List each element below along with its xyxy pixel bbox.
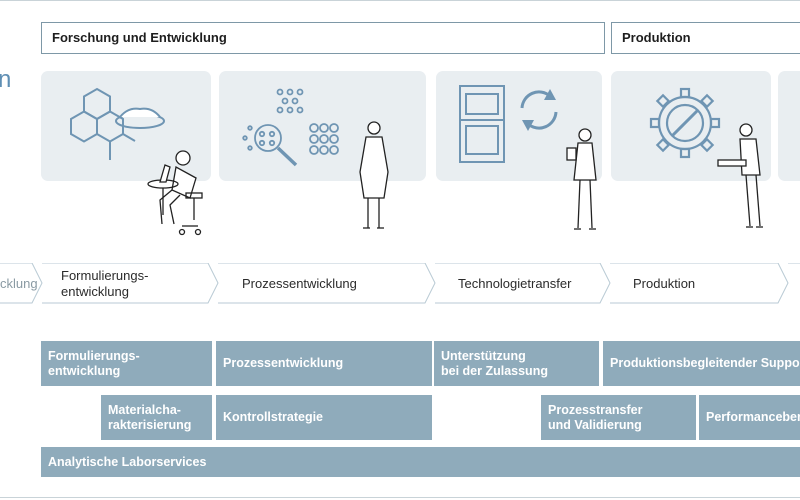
scientist-microscope-figure (147, 150, 203, 236)
service-validation: Prozesstransfer und Validierung (541, 395, 696, 440)
service-formulation-line1: Formulierungs- (48, 348, 140, 363)
service-lab: Analytische Laborservices (41, 447, 800, 477)
cycle-arrows-icon (520, 89, 558, 131)
service-validation-line1: Prozesstransfer (548, 402, 643, 417)
service-production-support-label: Produktionsbegleitender Support (610, 356, 800, 370)
illustration-panel-cropped (778, 71, 800, 181)
service-material: Materialcha- rakterisierung (101, 395, 212, 440)
powder-dish-icon (115, 107, 165, 129)
chevron-step-production (610, 263, 789, 304)
particles-magnifier-icon (242, 88, 339, 167)
chevron-step-transfer (435, 263, 611, 304)
service-production-support: Produktionsbegleitender Support (603, 341, 800, 386)
step-label-cropped: cklung (0, 276, 38, 291)
illustration-panel-process (219, 71, 426, 181)
service-lab-label: Analytische Laborservices (48, 454, 207, 469)
molecule-icon (70, 87, 136, 160)
service-validation-line2: und Validierung (548, 417, 642, 432)
scientist-labcoat-figure (359, 121, 389, 229)
chevron-step-process (218, 263, 436, 304)
service-performance: Performanceberatung (699, 395, 800, 440)
service-approval: Unterstützung bei der Zulassung (434, 341, 599, 386)
worker-tray-figure (717, 123, 763, 228)
cropped-heading-fragment: n (0, 66, 12, 93)
process-chevron-strip (0, 263, 800, 304)
service-approval-line1: Unterstützung (441, 348, 526, 363)
step-label-process: Prozessentwicklung (242, 276, 357, 291)
step-label-transfer: Technologietransfer (458, 276, 572, 291)
service-formulation-line2: entwicklung (48, 363, 121, 378)
step-label-production: Produktion (633, 276, 696, 291)
service-performance-label: Performanceberatung (706, 410, 800, 424)
chevron-step-partial (0, 263, 43, 304)
service-process-label: Prozessentwicklung (223, 356, 344, 370)
service-material-line1: Materialcha- (108, 402, 181, 417)
phase-header-research: Forschung und Entwicklung (41, 22, 605, 54)
gear-pill-icon (649, 87, 721, 159)
chevron-step-formulation (42, 263, 219, 304)
service-control-label: Kontrollstrategie (223, 410, 324, 424)
step-label-formulation-line1: Formulierungs- (61, 268, 149, 283)
machine-icon (459, 85, 505, 163)
person-clipboard-figure (566, 128, 597, 230)
service-approval-line2: bei der Zulassung (441, 363, 548, 378)
service-control: Kontrollstrategie (216, 395, 432, 440)
service-material-line2: rakterisierung (108, 417, 192, 432)
service-formulation: Formulierungs- entwicklung (41, 341, 212, 386)
step-label-formulation: Formulierungs- entwicklung (61, 268, 148, 300)
step-label-formulation-line2: entwicklung (61, 284, 129, 299)
top-divider (0, 0, 800, 1)
service-process: Prozessentwicklung (216, 341, 432, 386)
bottom-divider (0, 497, 800, 498)
phase-header-production: Produktion (611, 22, 800, 54)
